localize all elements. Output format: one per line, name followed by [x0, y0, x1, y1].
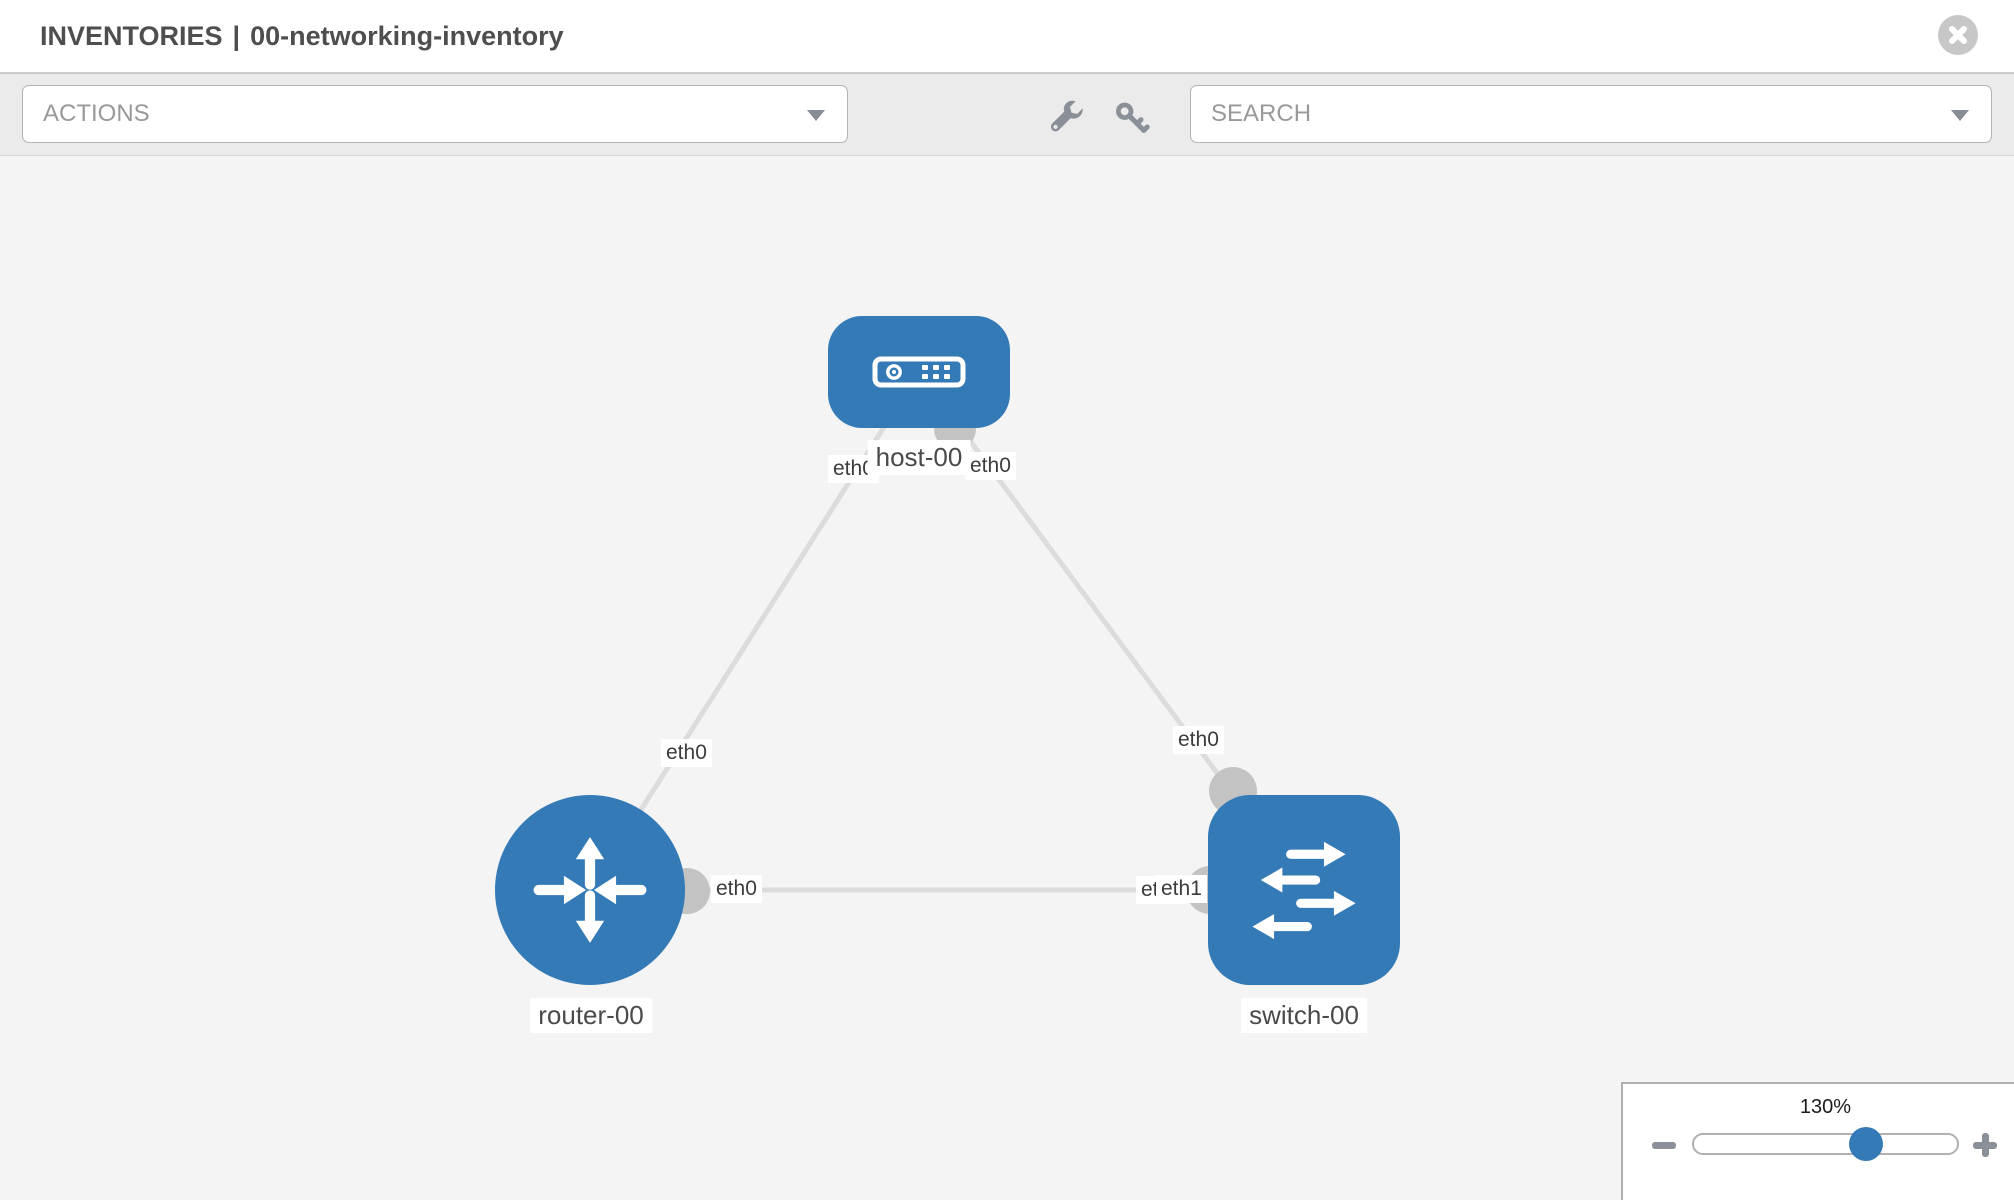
key-icon — [1116, 102, 1150, 133]
toolbar: ACTIONS SEARCH — [0, 73, 2014, 156]
host-icon — [872, 356, 966, 388]
interface-label: eth0 — [1173, 726, 1224, 755]
zoom-in-button[interactable] — [1972, 1132, 1998, 1158]
search-dropdown-label: SEARCH — [1211, 100, 1312, 127]
plus-icon — [1982, 1133, 1989, 1157]
topology-links — [587, 370, 1307, 914]
chevron-down-icon — [807, 110, 825, 121]
topology-canvas[interactable]: eth0 eth0 eth0 eth0 eth0 eth0 eth1 — [0, 156, 2014, 1200]
credentials-button[interactable] — [1114, 100, 1150, 136]
zoom-out-button[interactable] — [1651, 1132, 1677, 1158]
title-separator: | — [232, 21, 241, 51]
node-router-00[interactable] — [495, 795, 685, 985]
actions-dropdown[interactable]: ACTIONS — [22, 85, 848, 143]
title-inventory-name: 00-networking-inventory — [250, 21, 564, 51]
page-header: INVENTORIES | 00-networking-inventory — [0, 0, 2014, 73]
wrench-icon — [1050, 100, 1083, 132]
close-icon — [1949, 26, 1967, 44]
router-icon — [533, 837, 647, 943]
zoom-slider[interactable] — [1692, 1133, 1959, 1155]
actions-dropdown-label: ACTIONS — [43, 100, 150, 127]
zoom-panel: 130% — [1621, 1082, 2014, 1200]
node-host-00[interactable] — [828, 316, 1010, 428]
chevron-down-icon — [1951, 110, 1969, 121]
node-switch-00[interactable] — [1208, 795, 1400, 985]
title-section: INVENTORIES — [40, 21, 223, 51]
interface-label: eth0 — [711, 875, 762, 904]
interface-label: eth0 — [965, 452, 1016, 481]
configure-button[interactable] — [1048, 100, 1084, 136]
page-title: INVENTORIES | 00-networking-inventory — [40, 0, 564, 73]
interface-label: eth1 — [1156, 875, 1207, 904]
zoom-level: 130% — [1799, 1096, 1852, 1118]
search-dropdown[interactable]: SEARCH — [1190, 85, 1992, 143]
minus-icon — [1652, 1142, 1676, 1149]
node-label-router: router-00 — [530, 998, 652, 1033]
interface-label: eth0 — [661, 739, 712, 768]
switch-icon — [1252, 841, 1356, 940]
node-label-switch: switch-00 — [1241, 998, 1367, 1033]
node-label-host: host-00 — [867, 440, 971, 475]
zoom-slider-thumb[interactable] — [1849, 1127, 1883, 1161]
close-button[interactable] — [1938, 15, 1978, 55]
